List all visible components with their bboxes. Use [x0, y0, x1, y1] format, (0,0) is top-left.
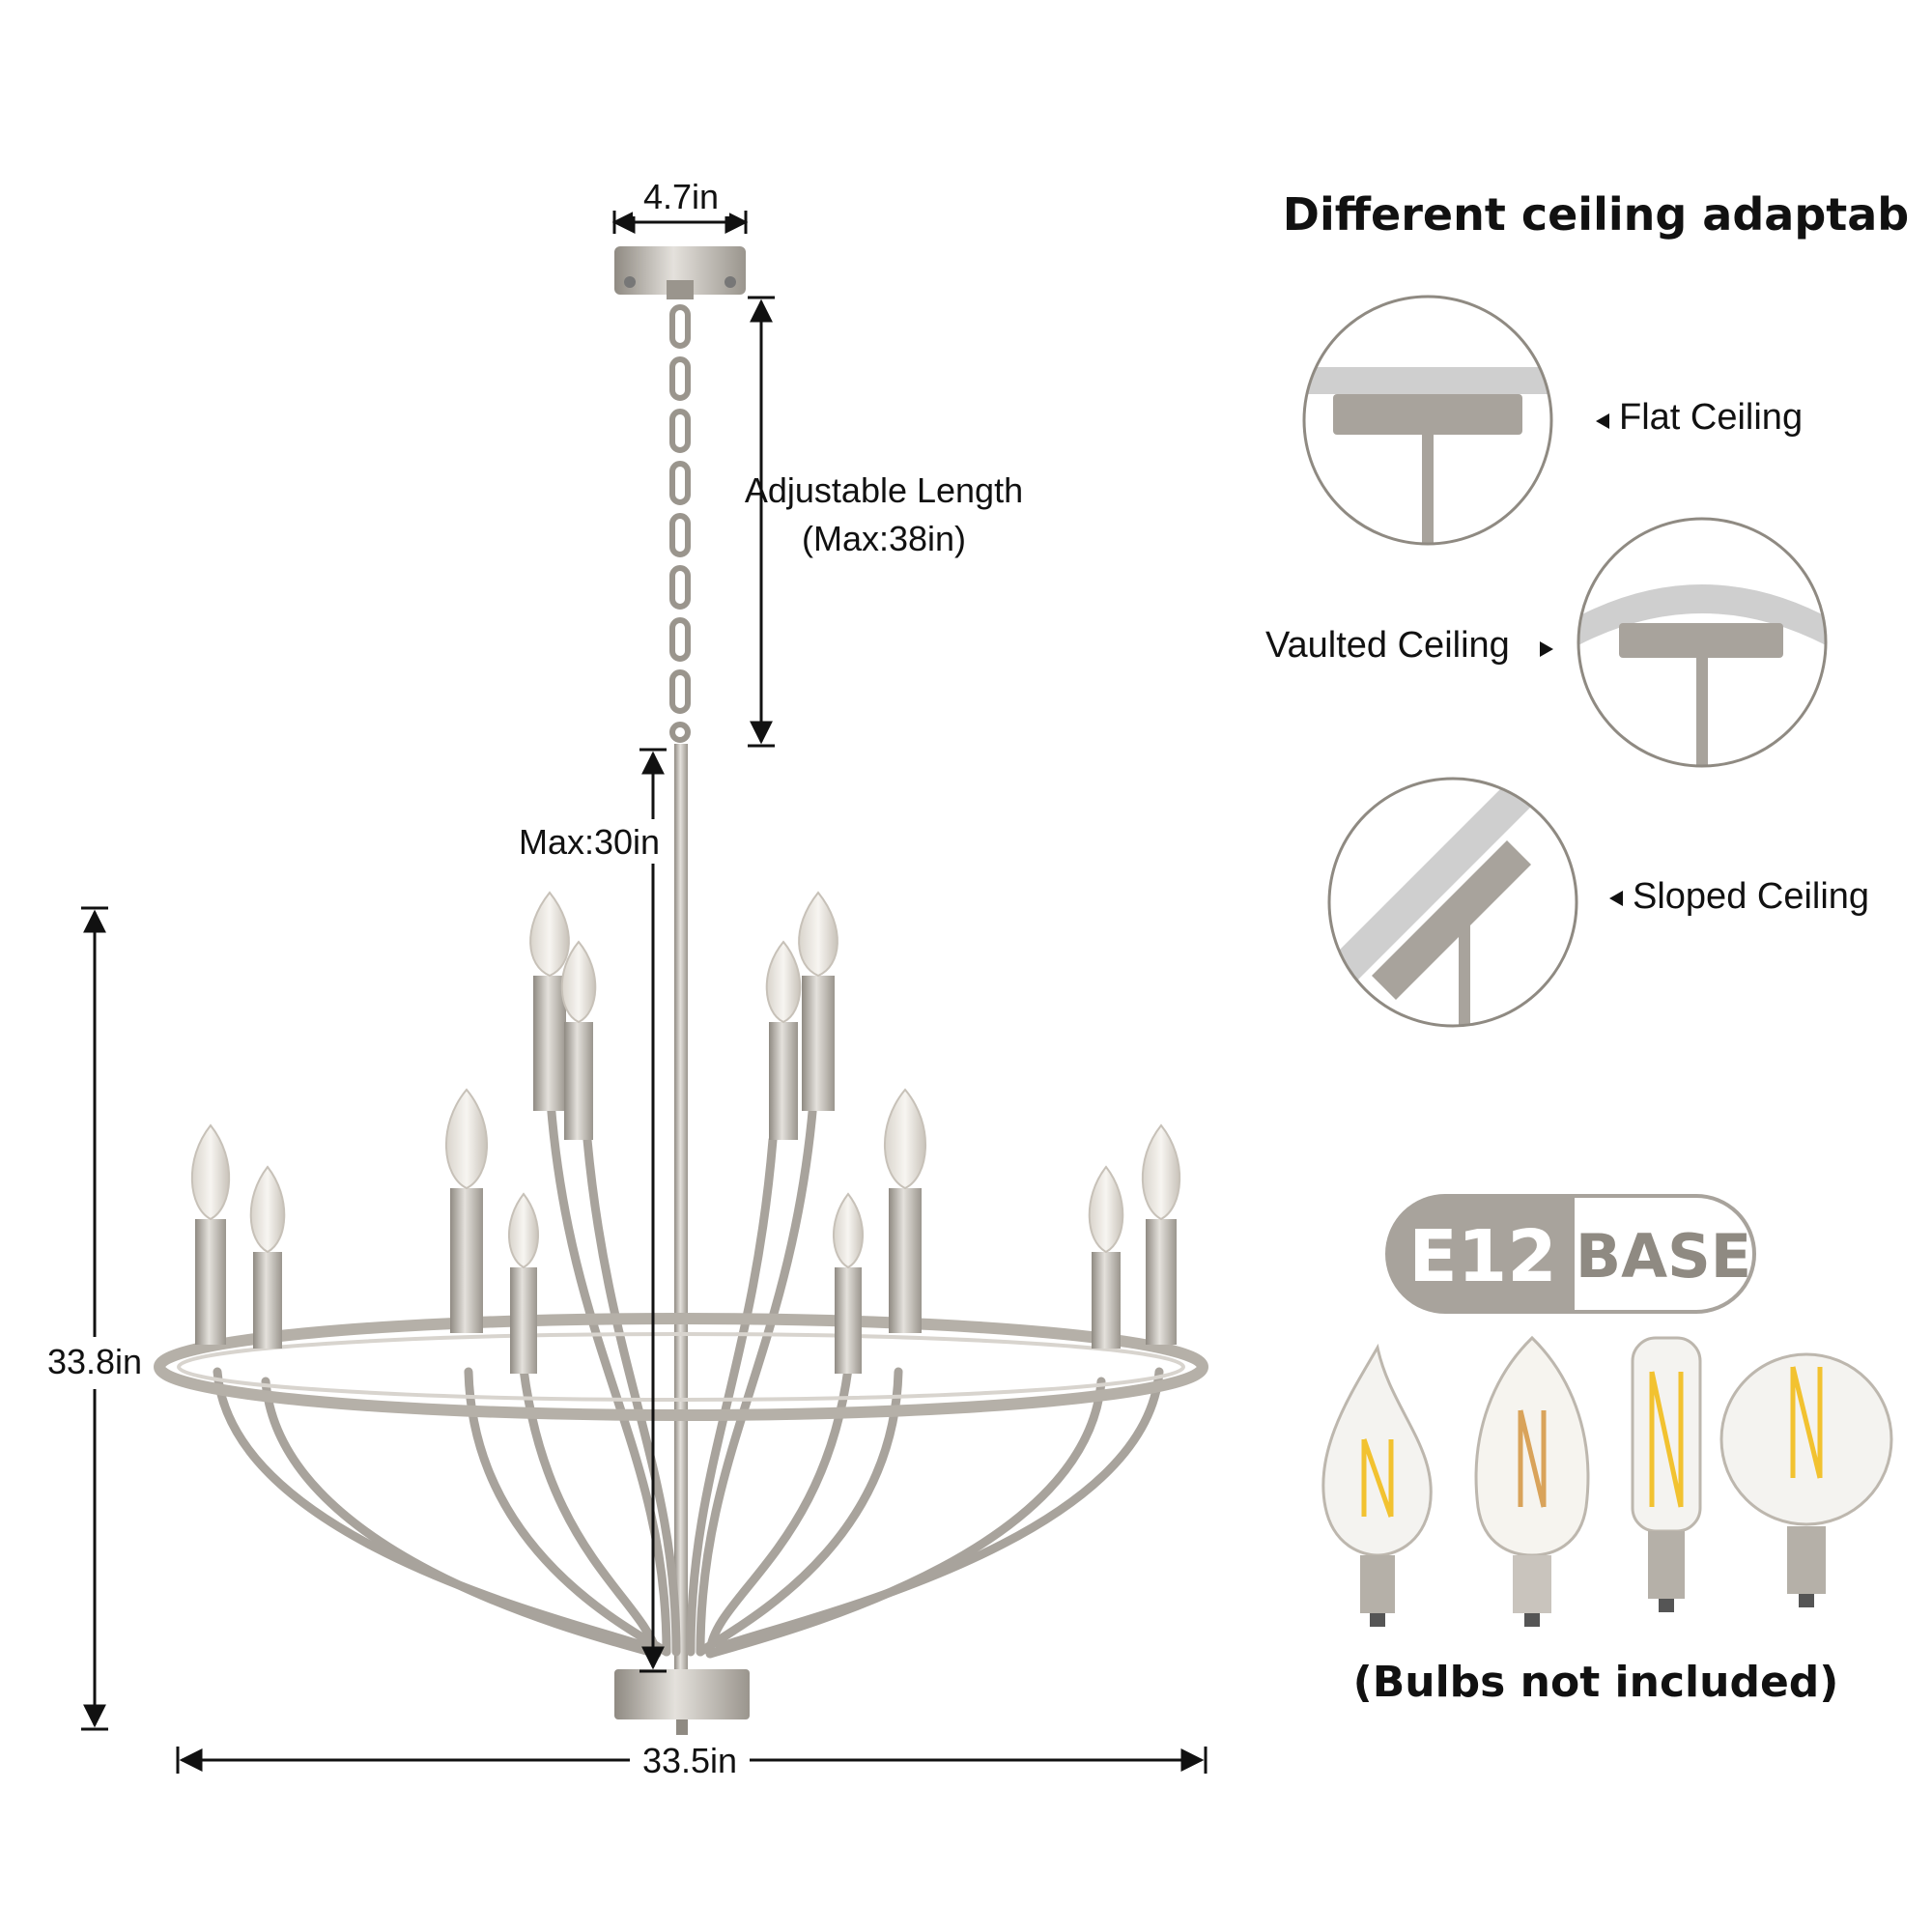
base-word-label: BASE [1576, 1221, 1751, 1292]
ring [154, 1313, 1208, 1421]
canopy-width-label: 4.7in [643, 177, 719, 216]
candle-bulb-icon [1474, 1335, 1590, 1627]
width-label: 33.5in [642, 1741, 737, 1780]
canopy [614, 246, 746, 299]
globe-bulb-icon [1719, 1352, 1893, 1607]
sloped-ceiling-label: Sloped Ceiling [1633, 876, 1869, 917]
bulb-examples [1321, 1335, 1893, 1627]
central-rod [674, 744, 688, 1671]
flat-ceiling-pointer-icon [1596, 413, 1609, 429]
flat-ceiling-label: Flat Ceiling [1619, 397, 1803, 438]
flame-tip-bulb-icon [1321, 1343, 1433, 1627]
chain [669, 304, 691, 743]
tubular-bulb-icon [1631, 1336, 1702, 1612]
base-code-label: E12 [1408, 1215, 1557, 1298]
e12-base-badge: E12 BASE [1385, 1194, 1756, 1314]
sloped-ceiling-pointer-icon [1609, 891, 1623, 906]
candle-sockets [195, 976, 1177, 1374]
chandelier-illustration [154, 246, 1208, 1735]
vaulted-ceiling-icon [1577, 517, 1828, 768]
height-label: 33.8in [47, 1342, 142, 1381]
candle-bulbs [190, 891, 1181, 1269]
flat-ceiling-icon [1302, 295, 1553, 546]
rod-max-label: Max:30in [519, 822, 660, 862]
adjustable-max-label: (Max:38in) [802, 519, 966, 558]
dimension-lines [81, 211, 1208, 1774]
bottom-hub [614, 1669, 750, 1735]
sloped-ceiling-icon [1327, 777, 1578, 1028]
adjustable-length-label: Adjustable Length [745, 470, 1023, 510]
ceiling-heading: Different ceiling adaptab [1283, 188, 1909, 241]
vaulted-ceiling-pointer-icon [1540, 641, 1553, 657]
outer-arms [213, 1367, 1164, 1659]
bulbs-note: (Bulbs not included) [1353, 1658, 1839, 1707]
vaulted-ceiling-label: Vaulted Ceiling [1265, 625, 1510, 666]
